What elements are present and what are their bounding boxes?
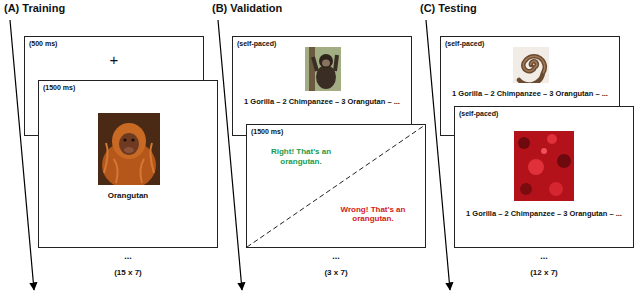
continuation-dots: ... xyxy=(38,251,218,262)
screen-text: 1 Gorilla – 2 Chimpanzee – 3 Orangutan –… xyxy=(458,209,630,218)
orangutan-photo xyxy=(98,113,160,185)
duration-label: (1500 ms) xyxy=(43,84,123,92)
texture-spot xyxy=(547,134,557,144)
ape-body xyxy=(316,65,336,89)
ape-photo xyxy=(305,47,341,91)
texture-spot xyxy=(541,148,547,154)
screen-text: Wrong! That's an orangutan. xyxy=(323,205,423,224)
continuation-dots: ... xyxy=(454,251,634,262)
screen-text: Right! That's an orangutan. xyxy=(251,147,351,166)
orangutan-face xyxy=(119,133,139,155)
label-slot: (12 x 7) xyxy=(454,268,634,278)
ape-face xyxy=(322,60,330,67)
orangutan-hair xyxy=(104,143,154,183)
texture-spot xyxy=(520,183,532,195)
label-slot: (A) Training xyxy=(4,2,134,15)
duration-label: (500 ms) xyxy=(29,40,109,48)
duration-label: (self-paced) xyxy=(237,40,317,48)
duration-label: (self-paced) xyxy=(459,110,539,118)
screen-frame: (1500 ms) Orangutan xyxy=(38,80,218,248)
panel-heading: (A) Training xyxy=(4,2,134,15)
orangutan-mouth xyxy=(124,147,134,153)
orangutan-eye xyxy=(131,138,134,141)
dashed-divider xyxy=(247,125,425,247)
panel-heading: (C) Testing xyxy=(420,2,550,15)
screen-text: 1 Gorilla – 2 Chimpanzee – 3 Orangutan –… xyxy=(444,89,616,98)
swirl-photo xyxy=(513,47,549,83)
orangutan-body xyxy=(102,141,156,185)
screen-text: 1 Gorilla – 2 Chimpanzee – 3 Orangutan –… xyxy=(236,97,408,106)
trial-count: (15 x 7) xyxy=(38,268,218,278)
photo-ground xyxy=(305,47,341,91)
swirl-highlight xyxy=(523,56,545,73)
label-slot: (C) Testing xyxy=(420,2,550,15)
tree-trunk xyxy=(309,47,315,91)
label-slot: ... xyxy=(246,251,426,262)
texture-spot xyxy=(518,137,530,149)
trial-count: (12 x 7) xyxy=(454,268,634,278)
label-slot: (B) Validation xyxy=(212,2,342,15)
swirl-tail xyxy=(519,56,545,83)
ape-arms xyxy=(313,55,337,71)
texture-spot xyxy=(549,182,563,196)
trial-count: (3 x 7) xyxy=(246,268,426,278)
label-slot: ... xyxy=(454,251,634,262)
panel-heading: (B) Validation xyxy=(212,2,342,15)
duration-label: (self-paced) xyxy=(445,40,525,48)
screen-text: Orangutan xyxy=(39,191,217,201)
feedback-divider xyxy=(247,125,425,247)
texture-photo xyxy=(514,131,574,201)
screen-frame: (1500 ms) Right! That's an orangutan. Wron… xyxy=(246,124,426,248)
continuation-dots: ... xyxy=(246,251,426,262)
screen-text: + xyxy=(25,51,203,69)
label-slot: ... xyxy=(38,251,218,262)
orangutan-eye xyxy=(123,138,126,141)
orangutan-head xyxy=(112,123,146,159)
texture-spot xyxy=(557,154,571,168)
label-slot: (15 x 7) xyxy=(38,268,218,278)
ape-head xyxy=(319,54,333,68)
label-slot: (3 x 7) xyxy=(246,268,426,278)
photo-ground xyxy=(514,131,574,201)
screen-frame: (self-paced) 1 Gorilla – 2 Chimpanzee – 3… xyxy=(232,36,412,136)
texture-spot xyxy=(528,159,544,175)
duration-label: (1500 ms) xyxy=(251,128,331,136)
screen-frame: (self-paced) 1 Gorilla – 2 Chimpanzee – 3… xyxy=(454,106,634,248)
